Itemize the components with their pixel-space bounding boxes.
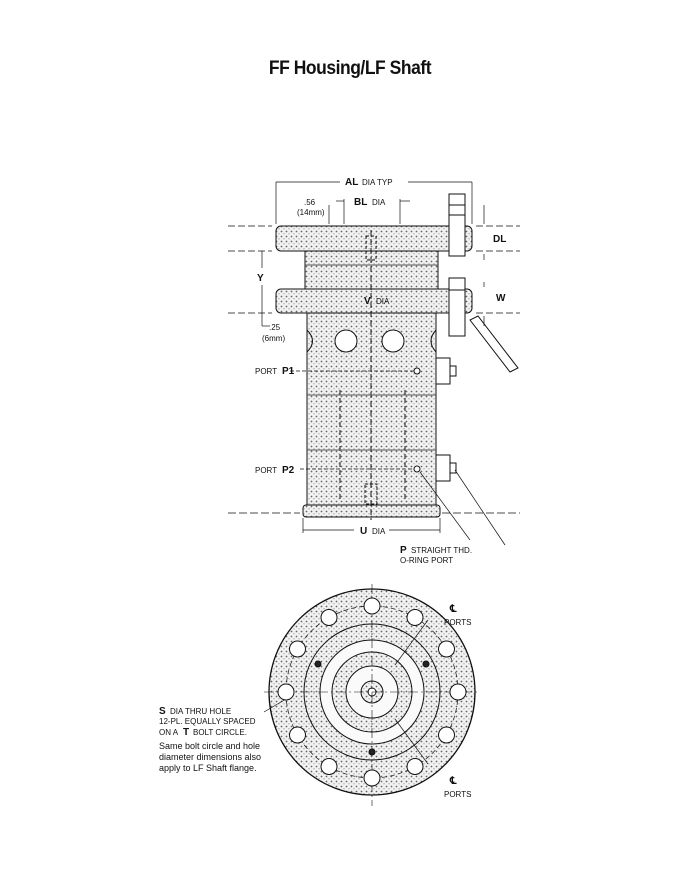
hole-note-line3-pre: ON A bbox=[159, 728, 179, 737]
ports-top-text: PORTS bbox=[444, 618, 471, 627]
shaft-flange bbox=[275, 288, 473, 314]
dim-56-line2: (14mm) bbox=[297, 208, 325, 217]
bolt-hole bbox=[289, 726, 306, 744]
port-p1-code: P1 bbox=[282, 366, 295, 377]
hole-note-line1: DIA THRU HOLE bbox=[170, 707, 231, 716]
port-p1-text: PORT bbox=[255, 367, 277, 376]
dim-bl-text: DIA bbox=[372, 198, 386, 207]
port-p1-fitting bbox=[435, 357, 451, 385]
bolt-hole bbox=[438, 640, 455, 658]
bolt-hole bbox=[320, 609, 338, 626]
dim-25-line1: .25 bbox=[269, 323, 281, 332]
side-view bbox=[228, 181, 520, 546]
port-p2-code: P2 bbox=[282, 465, 295, 476]
port-p-text: STRAIGHT THD. bbox=[411, 546, 472, 555]
dim-56-line1: .56 bbox=[304, 198, 316, 207]
bolt-hole bbox=[449, 683, 467, 701]
dim-al-text: DIA TYP bbox=[362, 178, 393, 187]
dim-bl-code: BL bbox=[354, 197, 367, 208]
hole-note-s: S bbox=[159, 706, 166, 717]
ports-bottom-symbol: ℄ bbox=[449, 776, 457, 787]
ports-top-symbol: ℄ bbox=[449, 604, 457, 615]
page-title: FF Housing/LF Shaft bbox=[268, 58, 432, 79]
bolt-hole-group bbox=[277, 597, 467, 787]
dim-v-text: DIA bbox=[376, 297, 390, 306]
bolt-hole bbox=[320, 758, 338, 775]
body-bore-right bbox=[381, 329, 405, 353]
hole-note-t: T bbox=[183, 727, 189, 738]
port-p2-fitting bbox=[435, 454, 451, 482]
dim-v-code: V bbox=[364, 296, 371, 307]
bolt-hole bbox=[406, 758, 424, 775]
port-p2-text: PORT bbox=[255, 466, 277, 475]
port-p-code: P bbox=[400, 545, 407, 556]
bolt-hole bbox=[438, 726, 455, 744]
flange-note-line3: apply to LF Shaft flange. bbox=[159, 763, 257, 773]
hole-note-line3-post: BOLT CIRCLE. bbox=[193, 728, 247, 737]
flange-note-line1: Same bolt circle and hole bbox=[159, 741, 260, 751]
dim-w: W bbox=[496, 293, 506, 304]
dim-u-code: U bbox=[360, 526, 367, 537]
dim-al-code: AL bbox=[345, 177, 358, 188]
bolt-hole bbox=[289, 640, 306, 658]
shaft-bolt bbox=[448, 277, 466, 337]
flange-bolt bbox=[448, 193, 466, 257]
dim-y: Y bbox=[257, 273, 264, 284]
hose-arm bbox=[469, 315, 519, 373]
bolt-hole bbox=[363, 769, 381, 787]
dim-u-text: DIA bbox=[372, 527, 386, 536]
hole-note-line2: 12-PL. EQUALLY SPACED bbox=[159, 717, 256, 726]
flange-note-line2: diameter dimensions also bbox=[159, 752, 261, 762]
dim-dl: DL bbox=[493, 234, 506, 245]
bolt-hole bbox=[406, 609, 424, 626]
end-view bbox=[263, 584, 480, 806]
port-p-line2: O-RING PORT bbox=[400, 556, 453, 565]
dim-25-line2: (6mm) bbox=[262, 334, 285, 343]
housing-flange bbox=[275, 225, 473, 252]
body-bore-left bbox=[334, 329, 358, 353]
ports-bottom-text: PORTS bbox=[444, 790, 471, 799]
bolt-hole bbox=[277, 683, 295, 701]
bolt-hole bbox=[363, 597, 381, 615]
